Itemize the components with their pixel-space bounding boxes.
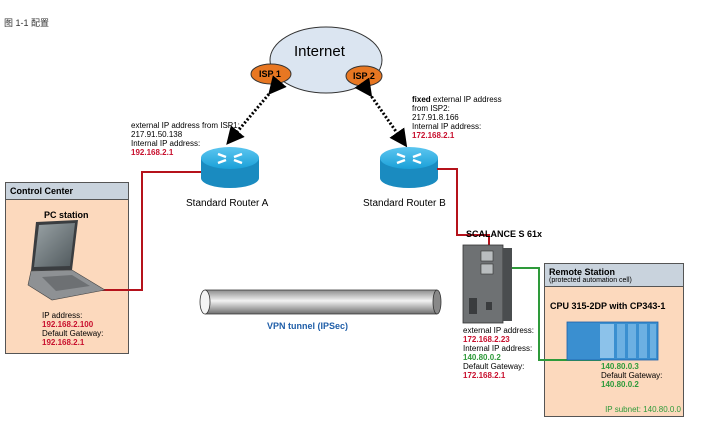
- router-a-info: external IP address from ISP1: 217.91.50…: [131, 121, 240, 157]
- router-b-ext-label-line2: from ISP2:: [412, 104, 450, 113]
- pc-ip: 192.168.2.100: [42, 320, 94, 329]
- pc-station-label: PC station: [44, 210, 89, 220]
- pc-ip-label: IP address:: [42, 311, 83, 320]
- isp1-link: [226, 75, 287, 145]
- scalance-ext-ip: 172.168.2.23: [463, 335, 510, 344]
- pc-gw-label: Default Gateway:: [42, 329, 104, 338]
- plc-icon: [566, 321, 659, 361]
- scalance-title: SCALANCE S 61x: [466, 229, 543, 239]
- router-a-int-label: Internal IP address:: [131, 139, 201, 148]
- pc-gw: 192.168.2.1: [42, 338, 85, 347]
- router-b-name: Standard Router B: [363, 198, 446, 209]
- isp2-label: ISP 2: [353, 71, 375, 81]
- router-a-icon: [201, 147, 259, 188]
- ip-subnet-label: IP subnet: 140.80.0.0: [605, 405, 681, 414]
- cpu-gw: 140.80.0.2: [601, 380, 639, 389]
- scalance-ext-label: external IP address:: [463, 326, 535, 335]
- router-a-ext-ip: 217.91.50.138: [131, 130, 183, 139]
- router-b-ext-label-rest: external IP address: [430, 95, 502, 104]
- vpn-tunnel-icon: [199, 289, 442, 315]
- router-b-int-ip: 172.168.2.1: [412, 131, 455, 140]
- internet-label: Internet: [294, 43, 345, 60]
- router-b-ext-label: fixed external IP address: [412, 95, 502, 104]
- router-b-info: fixed external IP address from ISP2: 217…: [412, 95, 502, 140]
- vpn-tunnel-label: VPN tunnel (IPSec): [267, 321, 349, 331]
- scalance-device-icon: [462, 244, 512, 324]
- link-pc-router-a: [100, 171, 201, 291]
- figure-title: 图 1-1 配置: [4, 18, 50, 28]
- remote-station-title: Remote Station: [549, 267, 616, 277]
- router-a-int-ip: 192.168.2.1: [131, 148, 174, 157]
- cpu-ip: 140.80.0.3: [601, 362, 639, 371]
- router-b-icon: [380, 147, 438, 188]
- router-a-ext-label: external IP address from ISP1:: [131, 121, 240, 130]
- isp2-link: [354, 77, 408, 148]
- router-a-name: Standard Router A: [186, 198, 269, 209]
- scalance-gw-label: Default Gateway:: [463, 362, 525, 371]
- router-b-ext-ip: 217.91.8.166: [412, 113, 459, 122]
- remote-station-header: Remote Station (protected automation cel…: [545, 264, 683, 287]
- scalance-gw: 172.168.2.1: [463, 371, 506, 380]
- isp1-label: ISP 1: [259, 69, 281, 79]
- remote-station-subtitle: (protected automation cell): [549, 277, 632, 284]
- scalance-int-ip: 140.80.0.2: [463, 353, 501, 362]
- laptop-icon: [27, 220, 106, 301]
- scalance-int-label: Internal IP address:: [463, 344, 533, 353]
- cpu-label: CPU 315-2DP with CP343-1: [550, 301, 666, 311]
- router-b-int-label: Internal IP address:: [412, 122, 482, 131]
- scalance-info: external IP address: 172.168.2.23 Intern…: [463, 326, 534, 380]
- pc-ip-info: IP address: 192.168.2.100 Default Gatewa…: [42, 311, 103, 347]
- control-center-header: Control Center: [6, 183, 128, 200]
- cpu-gw-label: Default Gateway:: [601, 371, 663, 380]
- router-b-fixed-word: fixed: [412, 95, 431, 104]
